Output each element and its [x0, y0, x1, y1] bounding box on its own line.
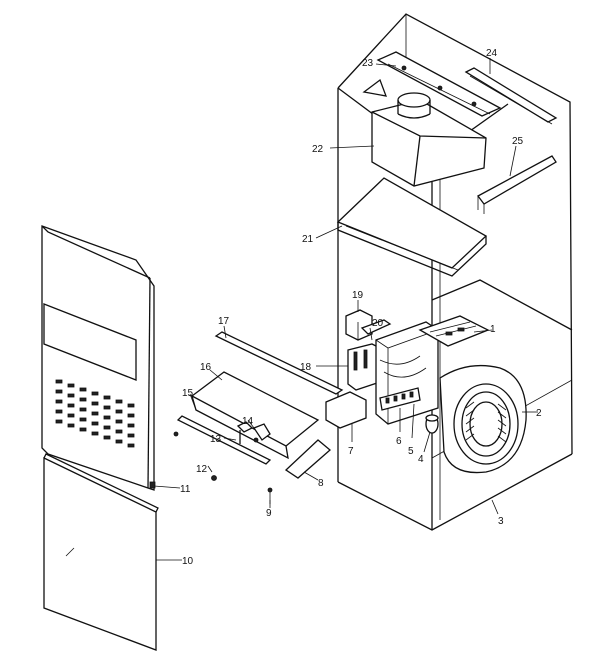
flue-collar-part: [371, 92, 487, 187]
leader-lines: [153, 58, 538, 561]
callout-1: 1: [490, 324, 496, 335]
callout-6: 6: [396, 436, 402, 447]
callout-4: 4: [418, 454, 424, 465]
callout-17: 17: [218, 316, 230, 327]
upper-door-part: [41, 225, 156, 491]
callout-18: 18: [300, 362, 312, 373]
mounting-brackets: [173, 331, 344, 504]
callout-labels: 1 2 3 4 5 6 7 8 9 10 11 12 13 14 15 16 1…: [180, 48, 542, 567]
callout-11: 11: [180, 484, 191, 495]
baffle-tray-part: [336, 177, 488, 277]
callout-22: 22: [312, 144, 324, 155]
callout-19: 19: [352, 290, 364, 301]
callout-3: 3: [498, 516, 504, 527]
callout-12: 12: [196, 464, 208, 475]
rear-bracket-part: [464, 67, 558, 125]
blower-housing-part: [439, 364, 527, 474]
callout-21: 21: [302, 234, 314, 245]
callout-8: 8: [318, 478, 324, 489]
angle-bracket-part: [477, 155, 557, 214]
callout-16: 16: [200, 362, 212, 373]
callout-2: 2: [536, 408, 542, 419]
callout-13: 13: [210, 434, 222, 445]
callout-25: 25: [512, 136, 524, 147]
callout-15: 15: [182, 388, 194, 399]
callout-10: 10: [182, 556, 194, 567]
callout-9: 9: [266, 508, 272, 519]
callout-24: 24: [486, 48, 498, 59]
top-rail-part: [376, 51, 502, 117]
lower-door-part: [43, 453, 159, 651]
callout-23: 23: [362, 58, 374, 69]
callout-14: 14: [242, 416, 254, 427]
callout-20: 20: [372, 318, 384, 329]
callout-5: 5: [408, 446, 414, 457]
callout-7: 7: [348, 446, 354, 457]
control-assembly: [325, 309, 490, 434]
